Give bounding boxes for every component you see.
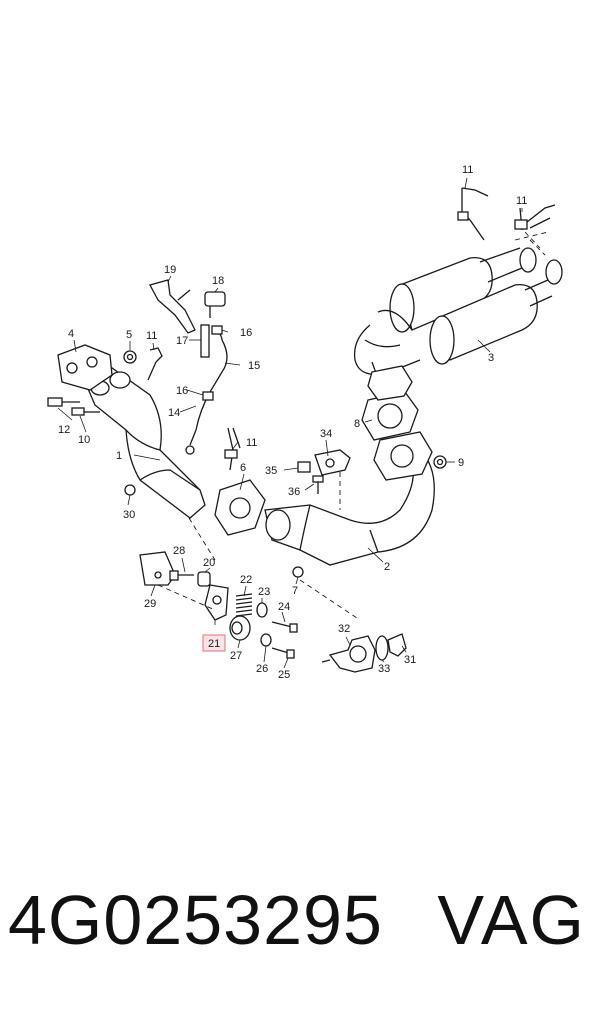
gasket-8 <box>361 365 419 441</box>
callout-6: 6 <box>240 462 246 474</box>
callout-14: 14 <box>168 407 180 419</box>
callout-27: 27 <box>230 650 242 662</box>
manifold-gasket <box>57 344 113 391</box>
callout-33: 33 <box>378 663 390 675</box>
part-number: 4G0253295 <box>8 881 383 959</box>
clip-18 <box>204 291 226 318</box>
callout-35: 35 <box>265 465 277 477</box>
callout-30: 30 <box>123 509 135 521</box>
callout-7: 7 <box>292 585 298 597</box>
callout-17: 17 <box>176 335 188 347</box>
spacer-20 <box>197 571 211 587</box>
bolt-24 <box>271 621 298 633</box>
rear-silencer-assembly <box>353 231 563 401</box>
callout-4: 4 <box>68 328 74 340</box>
pipe-bracket <box>149 279 196 334</box>
caption-bar: 4G0253295 VAG <box>0 880 600 1000</box>
brand-name: VAG <box>437 881 586 959</box>
hose-17 <box>200 324 210 358</box>
oxygen-sensor-mid <box>224 427 241 471</box>
pipe-14 <box>185 429 197 455</box>
oxygen-sensor-rear-left <box>457 187 489 241</box>
callout-5: 5 <box>126 329 132 341</box>
callout-12: 12 <box>58 424 70 436</box>
callout-8: 8 <box>354 418 360 430</box>
callout-23: 23 <box>258 586 270 598</box>
hanger-bracket-34 <box>314 449 351 476</box>
callout-28: 28 <box>173 545 185 557</box>
callout-16-upper: 16 <box>240 327 252 339</box>
callout-26: 26 <box>256 663 268 675</box>
clamp-ring-8b <box>373 431 433 481</box>
nut-5 <box>123 350 137 364</box>
highlight-box-21 <box>202 634 226 652</box>
oxygen-sensor-front <box>147 347 163 381</box>
callout-10: 10 <box>78 434 90 446</box>
callout-31: 31 <box>404 654 416 666</box>
bolt-28 <box>169 570 194 581</box>
nut-30 <box>124 484 136 496</box>
callout-1: 1 <box>116 450 122 462</box>
bolt-25 <box>271 647 295 659</box>
callout-labels: 1 2 3 4 5 6 7 8 9 10 11 11 11 11 12 14 1… <box>58 164 527 681</box>
callout-22: 22 <box>240 574 252 586</box>
callout-15: 15 <box>248 360 260 372</box>
callout-29: 29 <box>144 598 156 610</box>
bracket-21 <box>204 584 229 621</box>
callout-19: 19 <box>164 264 176 276</box>
callout-9: 9 <box>458 457 464 469</box>
callout-36: 36 <box>288 486 300 498</box>
callout-3: 3 <box>488 352 494 364</box>
callout-32: 32 <box>338 623 350 635</box>
callout-11-top-right: 11 <box>516 195 527 207</box>
gasket-33 <box>375 635 389 661</box>
washer-23 <box>256 602 268 618</box>
washer-26 <box>260 633 272 647</box>
callout-11-front: 11 <box>146 330 157 342</box>
clamp-31 <box>387 633 407 657</box>
callout-11-mid: 11 <box>246 437 257 449</box>
sensor-plugs <box>47 397 100 416</box>
exhaust-flap-actuator <box>321 635 376 673</box>
callout-20: 20 <box>203 557 215 569</box>
callout-16-lower: 16 <box>176 385 188 397</box>
callout-34: 34 <box>320 428 332 440</box>
callout-2: 2 <box>384 561 390 573</box>
leader-lines <box>57 177 523 669</box>
bolt-36 <box>312 475 324 494</box>
nut-9 <box>433 455 447 469</box>
nut-35 <box>297 461 311 473</box>
spring-22 <box>235 593 253 617</box>
flange-gasket-6 <box>214 479 266 536</box>
callout-24: 24 <box>278 601 290 613</box>
callout-21: 21 <box>208 638 220 650</box>
oxygen-sensor-rear-right <box>514 204 556 249</box>
callout-11-top-left: 11 <box>462 164 473 176</box>
isolator-27 <box>229 615 251 641</box>
nut-7 <box>292 566 304 578</box>
callout-25: 25 <box>278 669 290 681</box>
callout-18: 18 <box>212 275 224 287</box>
